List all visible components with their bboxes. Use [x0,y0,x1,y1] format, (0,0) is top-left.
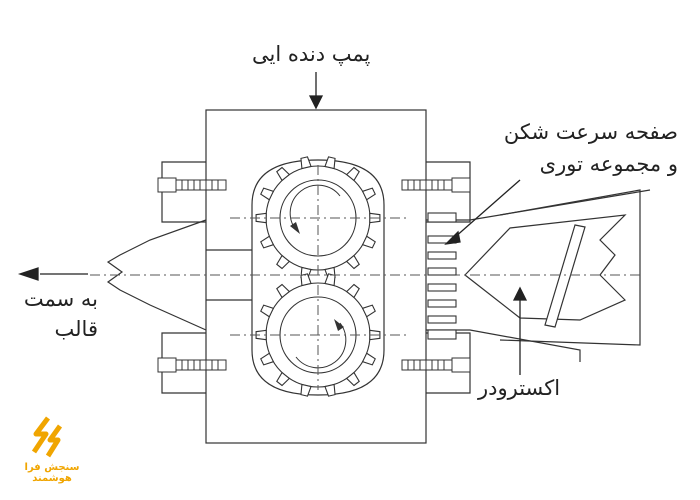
gear-tooth [324,156,336,170]
breaker-plate [427,212,457,340]
extruder-screw-tip [464,214,627,321]
lower-gear-teeth [255,273,381,397]
extruder-body [499,189,641,346]
screw-flight [544,224,586,328]
rotation-arrow-icon [289,184,341,231]
gear-tooth [260,304,275,318]
gear-tooth [260,235,275,249]
extruder-label: اکسترودر [478,376,561,400]
gear-tooth [361,235,376,249]
gear-tooth [361,187,376,201]
to-mold-label-line2: قالب [54,317,98,341]
bolt-icon [401,357,471,373]
gear-tooth [345,283,360,299]
breaker-plate-label: صفحه سرعت شکن و مجموعه توری [504,116,678,180]
gear-tooth [361,304,376,318]
rotation-arrow-icon [295,322,347,369]
gear-tooth [255,212,267,224]
bolt-icon [157,177,227,193]
to-mold-label: به سمت قالب [10,284,98,344]
outlet-channel [106,219,207,331]
gear-tooth [300,156,312,170]
to-mold-label-line1: به سمت [23,287,98,311]
breaker-plate-label-line2: و مجموعه توری [539,152,678,176]
gear-tooth [260,187,275,201]
upper-gear-teeth [255,156,381,280]
plate-leader [453,179,521,239]
gear-tooth [324,383,336,397]
gear-tooth [276,371,291,387]
gear-tooth [276,254,291,270]
gear-tooth [361,352,376,366]
gear-tooth [300,273,312,287]
logo-text: سنجش فرا هوشمند [24,462,80,484]
gear-tooth [255,329,267,341]
gear-tooth [260,352,275,366]
gear-tooth [276,166,291,182]
gear-pump-label: پمپ دنده ایی [252,42,371,66]
gear-tooth [345,166,360,182]
gear-tooth [345,254,360,270]
gear-tooth [300,383,312,397]
logo-icon [31,416,63,458]
gear-tooth [276,283,291,299]
bolt-icon [157,357,227,373]
gear-tooth [345,371,360,387]
bolt-icon [401,177,471,193]
breaker-plate-label-line1: صفحه سرعت شکن [503,120,678,144]
